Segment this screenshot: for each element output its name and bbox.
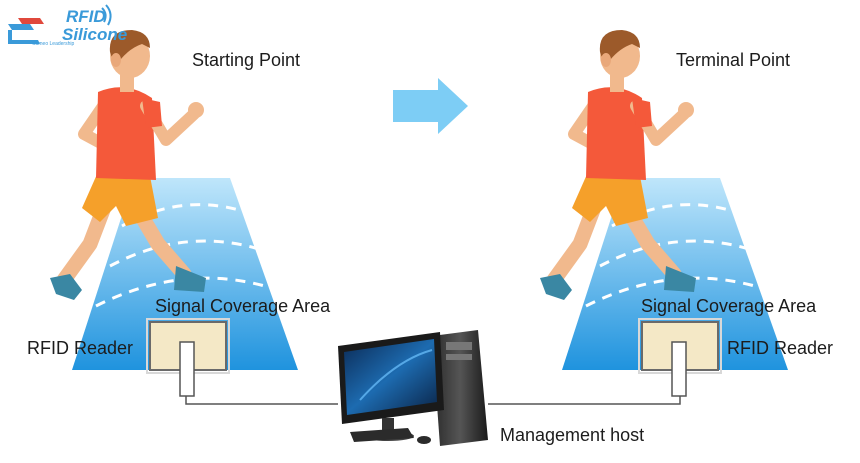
computer-icon bbox=[338, 330, 488, 446]
signal-coverage-label-left: Signal Coverage Area bbox=[155, 296, 331, 316]
rfid-reader-label-left: RFID Reader bbox=[27, 338, 134, 358]
logo-text-line2: Silicone bbox=[62, 25, 128, 44]
logo-text-line1: RFID bbox=[66, 7, 106, 26]
connection-line-left bbox=[185, 396, 338, 405]
terminal-point-label: Terminal Point bbox=[676, 50, 791, 70]
starting-point-label: Starting Point bbox=[192, 50, 301, 70]
rfid-reader-label-right: RFID Reader bbox=[727, 338, 834, 358]
connection-line-right bbox=[488, 396, 681, 405]
logo-icon bbox=[8, 4, 112, 44]
logo-tagline: Cameo Leadership bbox=[32, 41, 75, 47]
management-host-label: Management host bbox=[500, 425, 645, 445]
rfid-reader-icon bbox=[146, 318, 230, 397]
rfid-reader-icon bbox=[638, 318, 722, 397]
signal-coverage-label-right: Signal Coverage Area bbox=[641, 296, 817, 316]
direction-arrow-icon bbox=[393, 78, 468, 134]
